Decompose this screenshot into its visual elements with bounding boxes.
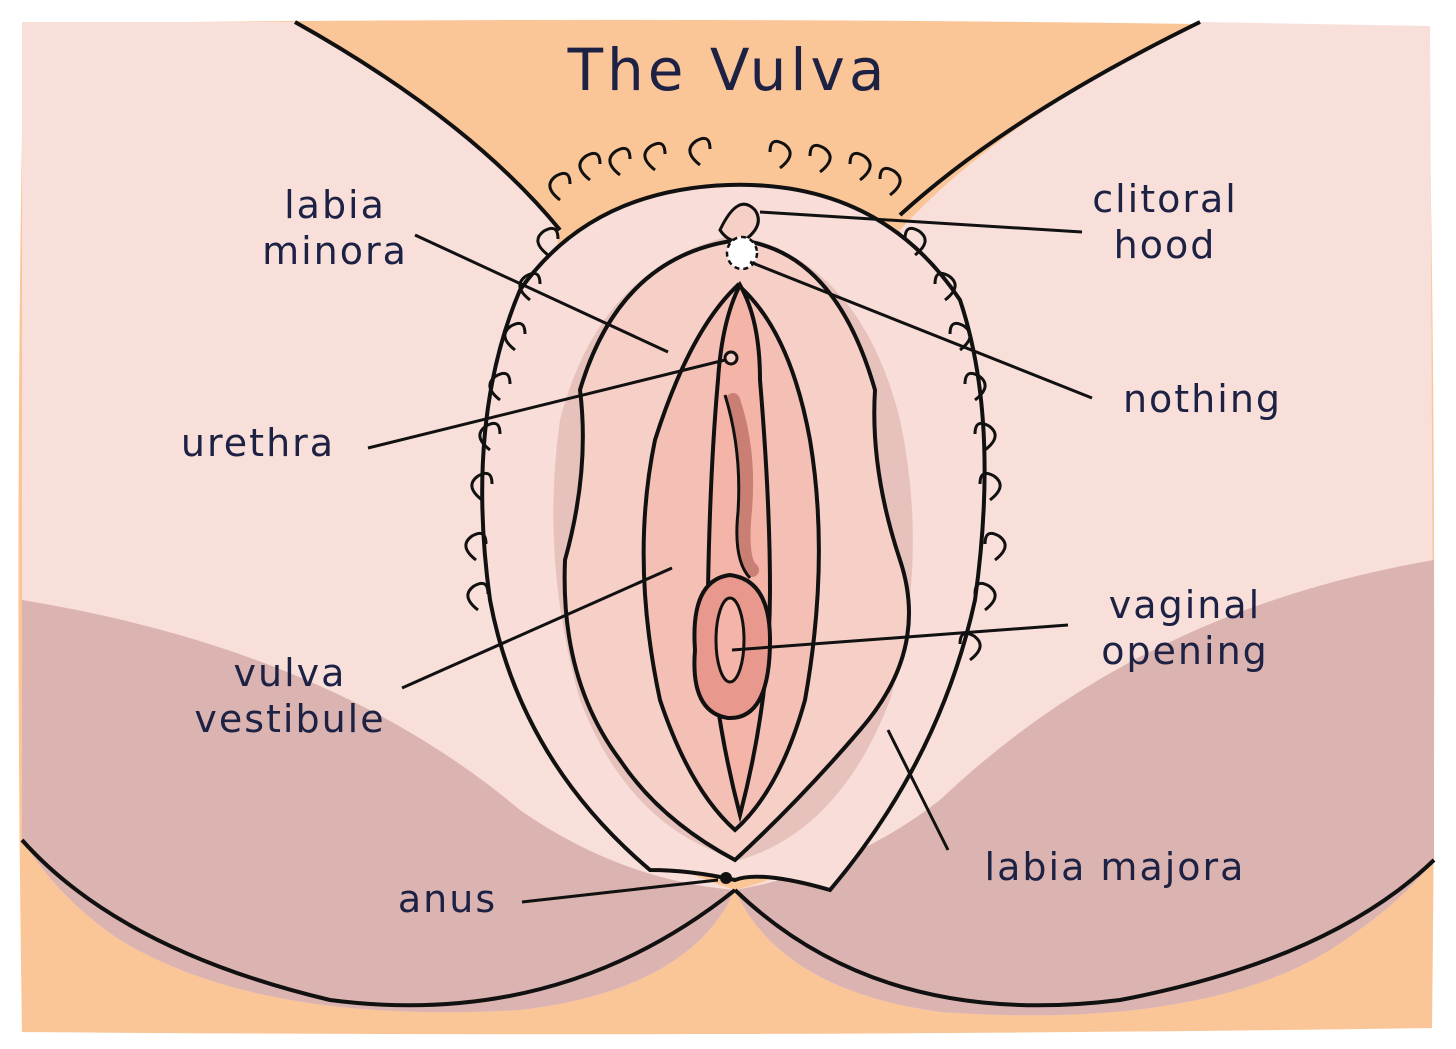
hair-curls — [464, 136, 1007, 662]
right-thigh-outline — [898, 20, 1201, 217]
label-clitoral-hood-line2: hood — [1113, 223, 1217, 267]
label-vaginal-opening-line2: opening — [1101, 629, 1269, 673]
leader-labia-majora — [886, 729, 950, 851]
inner-ridge-outline — [723, 394, 752, 580]
label-clitoral-hood: clitoral hood — [1070, 176, 1260, 268]
label-urethra: urethra — [180, 421, 336, 465]
anus-mark — [720, 872, 732, 884]
label-nothing: nothing — [1122, 377, 1283, 421]
label-anus: anus — [397, 877, 498, 921]
leader-lines — [367, 210, 1093, 904]
label-labia-minora-line1: labia — [284, 183, 386, 227]
label-labia-minora-line2: minora — [262, 229, 408, 273]
inner-ridge — [726, 393, 759, 577]
vaginal-opening-inner — [714, 596, 746, 684]
right-thigh-shadow — [735, 560, 1434, 1016]
lower-right-outline — [733, 858, 1436, 1008]
leader-urethra — [367, 358, 726, 450]
leader-vaginal-opening — [731, 623, 1069, 652]
urethra-mark — [723, 350, 739, 366]
label-vulva-vestibule: vulva vestibule — [170, 650, 410, 742]
left-thigh-shadow — [22, 600, 735, 1013]
label-labia-minora: labia minora — [245, 182, 425, 274]
leader-clitoral-hood — [759, 210, 1083, 234]
diagram-title: The Vulva — [567, 36, 889, 104]
label-labia-majora: labia majora — [984, 845, 1246, 889]
leader-anus — [521, 878, 719, 904]
label-vaginal-opening-line1: vaginal — [1108, 583, 1262, 627]
lower-left-outline — [20, 838, 737, 1008]
left-thigh-outline — [294, 20, 562, 232]
leader-nothing — [749, 260, 1093, 400]
label-vulva-vestibule-line2: vestibule — [194, 697, 386, 741]
leader-vulva-vestibule — [401, 566, 673, 690]
label-clitoral-hood-line1: clitoral — [1092, 177, 1238, 221]
leader-labia-minora — [414, 233, 669, 354]
nothing-dashed-mark — [725, 235, 759, 271]
label-vulva-vestibule-line1: vulva — [233, 651, 347, 695]
clitoral-hood-shape — [718, 202, 760, 243]
label-vaginal-opening: vaginal opening — [1080, 582, 1290, 674]
